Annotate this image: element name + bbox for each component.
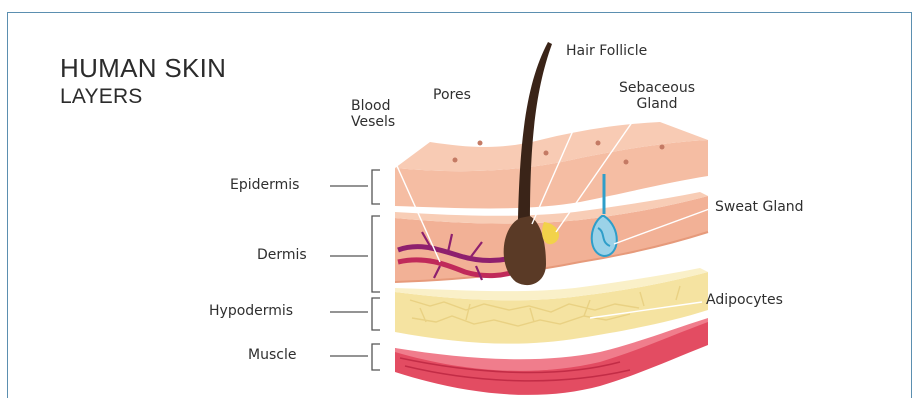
label-pores: Pores — [433, 87, 471, 103]
label-blood-vessels-line-1: Blood — [351, 98, 391, 114]
label-sebaceous-line-1: Sebaceous — [619, 80, 695, 96]
label-sweat-gland: Sweat Gland — [715, 199, 804, 215]
label-blood-vessels: Blood Vesels — [351, 98, 395, 130]
label-sebaceous-line-2: Gland — [636, 96, 677, 112]
label-adipocytes: Adipocytes — [706, 292, 783, 308]
label-dermis: Dermis — [257, 247, 307, 263]
epidermis-layer — [395, 122, 708, 209]
label-sebaceous-gland: Sebaceous Gland — [619, 80, 695, 112]
label-hair-follicle: Hair Follicle — [566, 43, 647, 59]
label-blood-vessels-line-2: Vesels — [351, 114, 395, 130]
label-epidermis: Epidermis — [230, 177, 299, 193]
label-hypodermis: Hypodermis — [209, 303, 293, 319]
label-muscle: Muscle — [248, 347, 296, 363]
layer-brackets — [330, 170, 380, 370]
